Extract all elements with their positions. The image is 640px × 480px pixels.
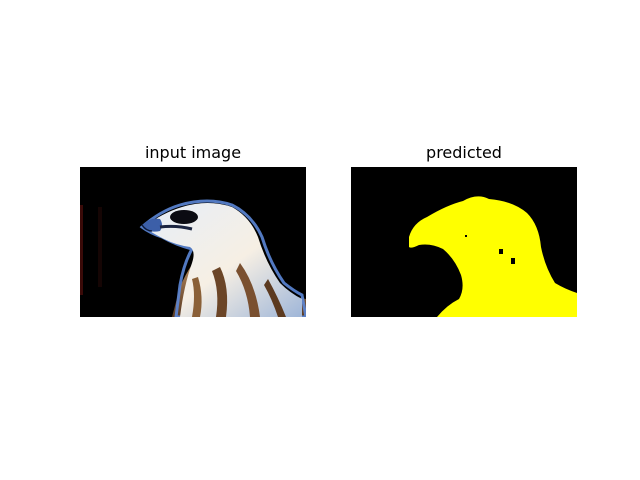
input-image-panel bbox=[80, 167, 306, 317]
predicted-panel bbox=[351, 167, 577, 317]
predicted-mask bbox=[351, 167, 577, 317]
input-image bbox=[80, 167, 306, 317]
input-image-title: input image bbox=[144, 143, 242, 162]
predicted-title: predicted bbox=[426, 143, 502, 162]
